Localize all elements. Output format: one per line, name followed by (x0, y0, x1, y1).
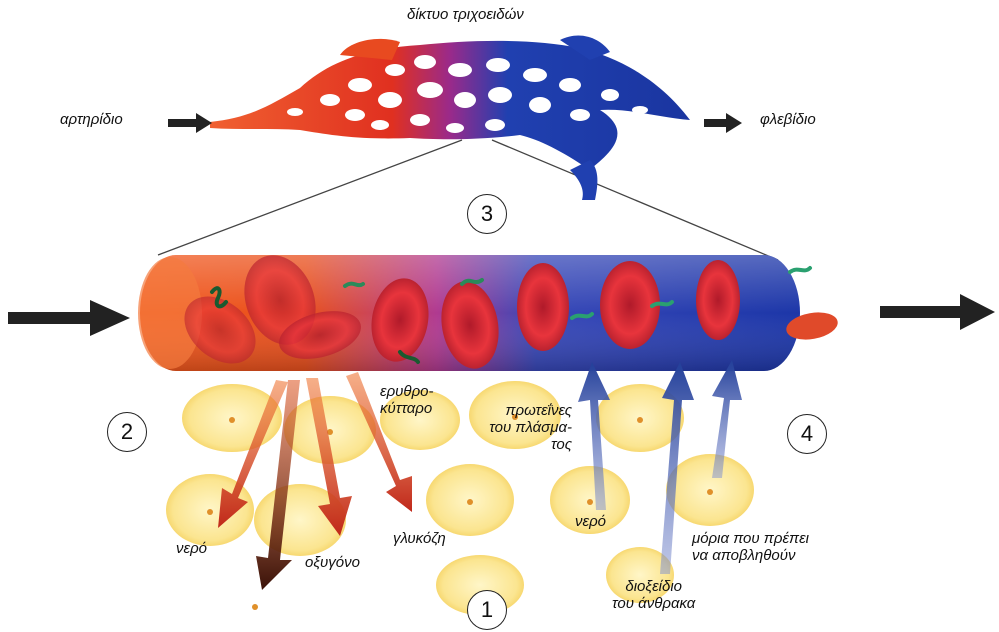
label-plasma-proteins-line1: πρωτεΐνες (482, 402, 572, 419)
label-oxygen: οξυγόνο (305, 554, 360, 571)
label-plasma-proteins-line3: τος (482, 436, 572, 453)
label-plasma-proteins: πρωτεΐνες του πλάσμα- τος (482, 402, 572, 453)
label-arteriole: αρτηρίδιο (60, 111, 123, 128)
small-flow-arrow-in (168, 113, 212, 133)
label-carbon-dioxide-line2: του άνθρακα (612, 595, 695, 612)
capillary-network (210, 36, 690, 200)
label-red-blood-cell-line2: κύτταρο (380, 400, 434, 417)
label-water-in: νερό (575, 513, 606, 530)
plasma-protein (790, 268, 810, 272)
red-blood-cell (696, 260, 740, 340)
marker-3: 3 (467, 194, 507, 234)
label-red-blood-cell: ερυθρο- κύτταρο (380, 383, 434, 417)
label-water-out: νερό (176, 540, 207, 557)
marker-4: 4 (787, 414, 827, 454)
label-plasma-proteins-line2: του πλάσμα- (482, 419, 572, 436)
zoom-lines (158, 140, 778, 260)
big-flow-arrow-out (880, 294, 995, 330)
label-red-blood-cell-line1: ερυθρο- (380, 383, 434, 400)
small-flow-arrow-out (704, 113, 742, 133)
marker-1: 1 (467, 590, 507, 630)
label-waste: μόρια που πρέπει να αποβληθούν (692, 530, 809, 564)
plasma-protein (572, 314, 592, 318)
label-waste-line1: μόρια που πρέπει (692, 530, 809, 547)
label-waste-line2: να αποβληθούν (692, 547, 809, 564)
label-capillary-network: δίκτυο τριχοειδών (407, 6, 524, 23)
marker-2: 2 (107, 412, 147, 452)
red-blood-cell (517, 263, 569, 351)
label-carbon-dioxide: διοξείδιο του άνθρακα (612, 578, 695, 612)
big-flow-arrow-in (8, 300, 130, 336)
label-carbon-dioxide-line1: διοξείδιο (612, 578, 695, 595)
label-glucose: γλυκόζη (393, 530, 446, 547)
plasma-protein (652, 302, 672, 306)
plasma-protein (345, 284, 363, 286)
label-venule: φλεβίδιο (760, 111, 816, 128)
